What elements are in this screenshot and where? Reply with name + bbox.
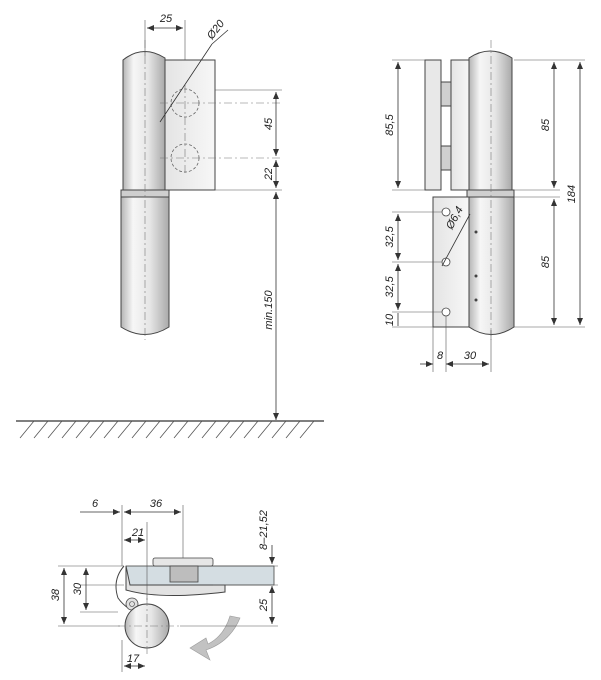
- side-dim-8: 8: [437, 350, 444, 362]
- plan-dim-range: 8–21,52: [258, 510, 270, 550]
- plan-view: 6 36 21 8–21,52 25 38 30 17: [50, 498, 278, 672]
- front-dim-diameter: Ø20: [204, 17, 227, 42]
- plan-dim-38: 38: [50, 588, 62, 601]
- side-dim-30: 30: [464, 350, 477, 362]
- plan-clamp-plate: [152, 557, 214, 567]
- side-clamp-lower: [440, 145, 452, 171]
- side-dim-32-5-b: 32,5: [384, 275, 396, 297]
- side-hole-3: [441, 307, 451, 317]
- plan-bracket-arm: [125, 565, 226, 597]
- plan-dim-25: 25: [258, 598, 270, 612]
- side-clamp-upper: [440, 81, 452, 107]
- front-dim-22: 22: [263, 168, 275, 181]
- front-dim-25: 25: [159, 13, 173, 25]
- side-dim-10: 10: [384, 313, 396, 326]
- front-upper-knuckle: [122, 51, 166, 191]
- side-joint-ring: [466, 189, 515, 198]
- plan-dim-36: 36: [150, 498, 163, 510]
- front-view: 25 Ø20 45 22 min.150: [16, 13, 324, 439]
- front-dim-45: 45: [263, 117, 275, 130]
- front-dim-min150: min.150: [263, 290, 275, 330]
- side-view: 85,5 32,5 32,5 10 Ø6,4 85 85 184 8 30: [384, 40, 585, 372]
- plan-dim-21: 21: [131, 527, 144, 539]
- front-leaf-plate: [164, 59, 216, 191]
- side-dim-85-bottom: 85: [540, 255, 552, 268]
- plan-dim-17: 17: [127, 653, 140, 665]
- side-upper-leaf: [450, 59, 470, 191]
- side-lower-knuckle: [468, 196, 515, 335]
- floor-hatching: [19, 420, 315, 439]
- side-dim-32-5-a: 32,5: [384, 225, 396, 247]
- side-dim-85-5: 85,5: [384, 113, 396, 135]
- side-dim-184: 184: [566, 185, 578, 203]
- plan-clamp-block: [169, 565, 199, 583]
- plan-glass-panel: [125, 565, 275, 586]
- plan-dim-6: 6: [92, 498, 99, 510]
- plan-dim-30: 30: [72, 582, 84, 595]
- rotation-arrow-icon: [189, 615, 241, 661]
- side-dim-85-top: 85: [540, 118, 552, 131]
- side-upper-knuckle: [468, 50, 513, 191]
- side-glass-plate: [424, 59, 442, 191]
